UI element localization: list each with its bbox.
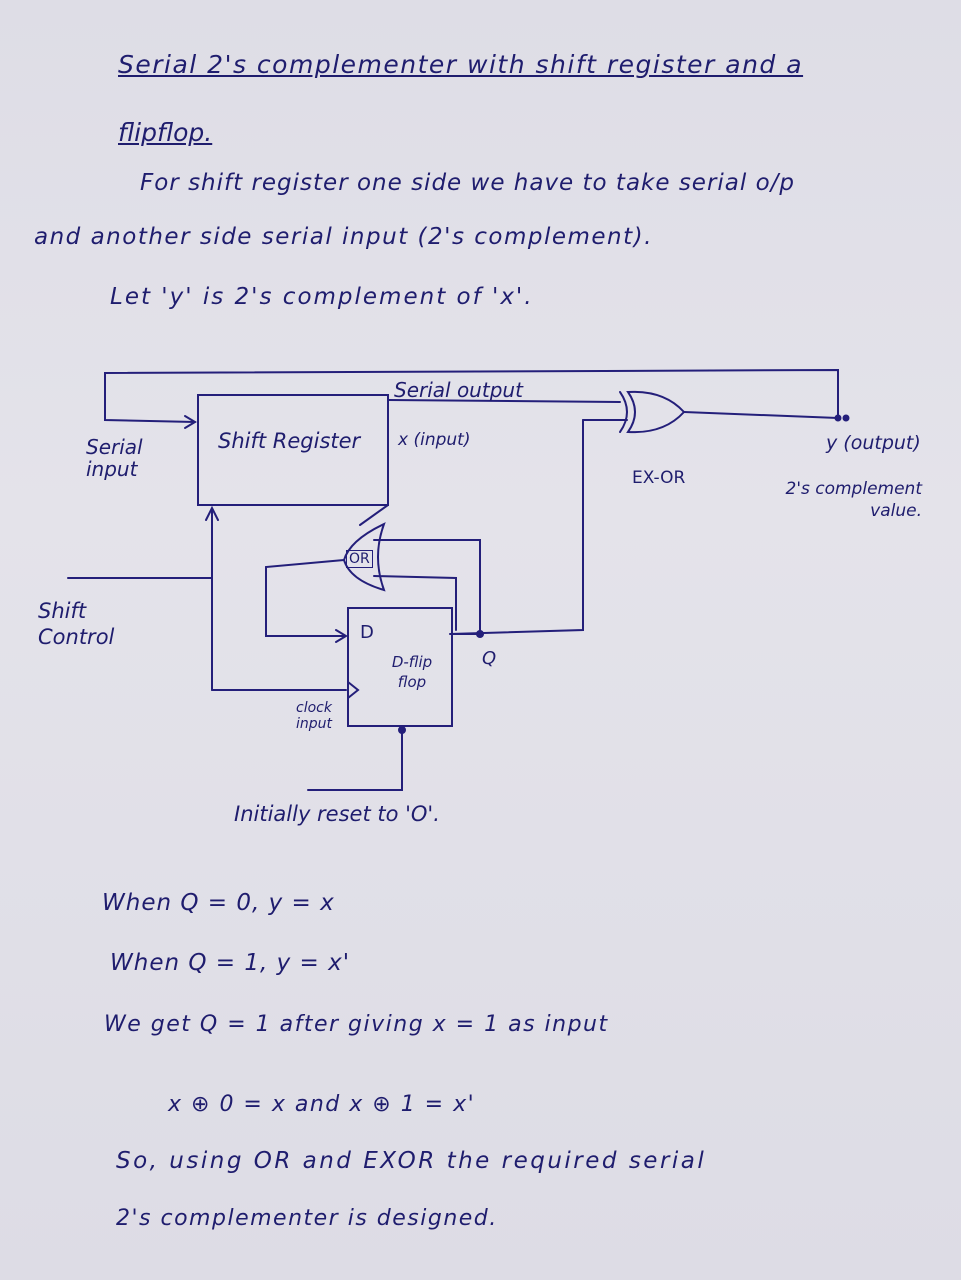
clock-triangle bbox=[347, 681, 360, 699]
note-when-q1: When Q = 1, y = x' bbox=[110, 950, 351, 976]
y-output-label: y (output) bbox=[826, 432, 921, 454]
serial-output-label: Serial output bbox=[394, 378, 523, 402]
reset-note: Initially reset to 'O'. bbox=[234, 802, 440, 826]
shift-register-box bbox=[197, 394, 389, 506]
shift-control-label: Shift Control bbox=[38, 599, 115, 649]
ex-or-label: EX-OR bbox=[632, 468, 686, 488]
shift-register-arrow bbox=[205, 505, 219, 521]
or-output-loop bbox=[265, 559, 346, 637]
title-line-1: Serial 2's complementer with shift regis… bbox=[118, 50, 804, 79]
x-input-label: x (input) bbox=[398, 430, 471, 450]
intro-line-1: For shift register one side we have to t… bbox=[140, 170, 796, 196]
or-gate-shape bbox=[342, 522, 386, 592]
d-input-label: D bbox=[360, 622, 374, 643]
exor-gate-back-curve bbox=[619, 391, 628, 433]
y-note-label: 2's complement value. bbox=[785, 479, 923, 521]
note-conclusion-1: So, using OR and EXOR the required seria… bbox=[116, 1148, 707, 1174]
feedback-arrow bbox=[184, 415, 197, 429]
or-gate-label: OR bbox=[346, 550, 373, 568]
shift-register-label: Shift Register bbox=[218, 429, 361, 453]
output-dot-2 bbox=[842, 414, 850, 422]
reset-wire bbox=[307, 725, 403, 791]
intro-line-2: and another side serial input (2's compl… bbox=[34, 224, 653, 250]
note-conclusion-2: 2's complementer is designed. bbox=[116, 1206, 498, 1231]
d-arrow bbox=[335, 629, 348, 643]
note-xor-rule: x ⊕ 0 = x and x ⊕ 1 = x' bbox=[168, 1092, 476, 1117]
q-to-exor-wire bbox=[449, 419, 584, 635]
feedback-wire bbox=[104, 368, 839, 423]
or-input-1 bbox=[373, 539, 481, 631]
serial-input-label: Serial input bbox=[86, 435, 143, 481]
serial-output-wire bbox=[387, 399, 621, 403]
clock-input-label: clock input bbox=[296, 700, 333, 732]
reset-dot bbox=[398, 726, 406, 734]
or-input-2 bbox=[373, 575, 457, 631]
q-output-label: Q bbox=[482, 648, 497, 669]
or-up-wire bbox=[359, 504, 389, 526]
title-line-2: flipflop. bbox=[118, 118, 213, 147]
exor-output-wire bbox=[683, 411, 839, 419]
note-we-get: We get Q = 1 after giving x = 1 as input bbox=[104, 1012, 609, 1037]
dff-label: D-flip flop bbox=[391, 653, 433, 691]
intro-line-3: Let 'y' is 2's complement of 'x'. bbox=[110, 284, 534, 310]
output-dot-1 bbox=[834, 414, 842, 422]
exor-gate-shape bbox=[626, 390, 686, 434]
note-when-q0: When Q = 0, y = x bbox=[102, 890, 335, 916]
dff-box bbox=[347, 607, 453, 727]
